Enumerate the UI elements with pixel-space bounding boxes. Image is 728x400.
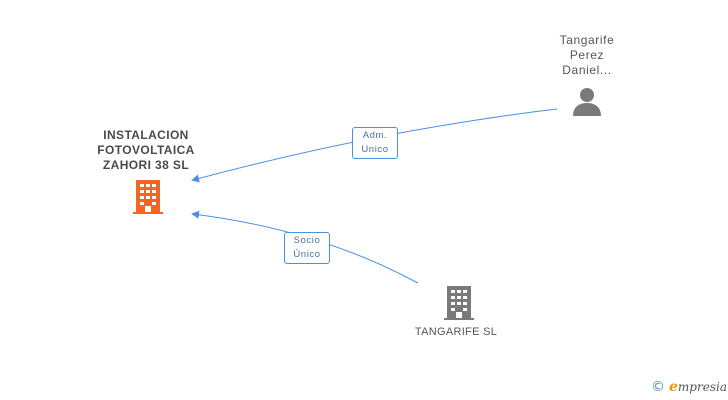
edge-label-socio-unico: Socio Único (284, 232, 330, 264)
second-company-label[interactable]: TANGARIFE SL (414, 326, 498, 338)
main-company-label[interactable]: INSTALACION FOTOVOLTAICA ZAHORI 38 SL (97, 128, 195, 172)
edge-label-adm-unico: Adm. Unico (352, 127, 398, 159)
brand-logo: empresia (669, 379, 727, 395)
building-icon[interactable] (133, 180, 163, 219)
copyright-icon: © (651, 379, 665, 395)
building-icon[interactable] (444, 286, 474, 325)
brand-watermark: © empresia (651, 379, 727, 395)
person-label[interactable]: Tangarife Perez Daniel... (559, 33, 615, 77)
person-icon[interactable] (572, 87, 602, 122)
